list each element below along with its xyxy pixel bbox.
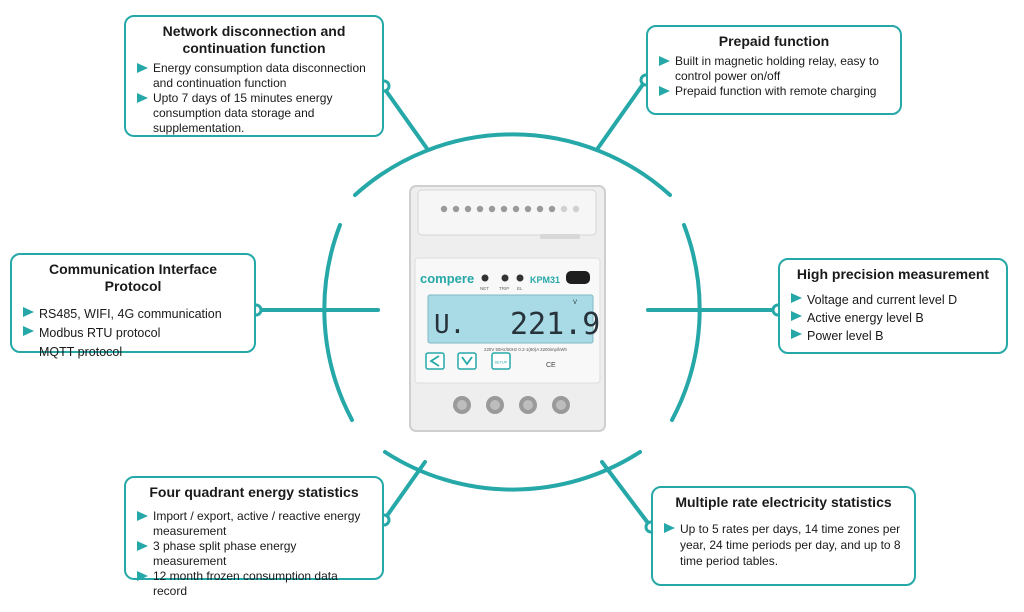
meter-model: KPM31 [530, 275, 560, 285]
connector-rate [600, 460, 653, 529]
energy-meter: compere NET TRIP EL KPM31 U. 221.9 V 220… [409, 185, 606, 432]
bullet-item: Built in magnetic holding relay, easy to… [658, 54, 890, 84]
box-title: Prepaid function [718, 33, 830, 49]
indicator-leds: NET TRIP EL [480, 274, 524, 291]
lcd-screen [427, 294, 594, 344]
led-el-label: EL [517, 286, 523, 291]
left-button [425, 352, 445, 370]
bullet-item: MQTT protocol [39, 345, 123, 359]
lcd-left-text: U. [434, 310, 465, 340]
connector-fourq [382, 460, 427, 522]
multiple-rate-box: Multiple rate electricity statistics Up … [651, 486, 916, 586]
lcd-value: 221.9 [510, 307, 600, 342]
communication-protocol-box: Communication Interface Protocol RS485, … [10, 253, 256, 359]
led-trip-label: TRIP [499, 286, 509, 291]
led-net [481, 274, 489, 282]
connectors [254, 78, 780, 529]
bullet-item: Upto 7 days of 15 minutes energy consump… [136, 91, 372, 136]
bullet-item: Power level B [790, 327, 996, 345]
network-disconnection-box: Network disconnection and continuation f… [124, 15, 384, 137]
bullet-item: 12 month frozen consumption data record [136, 569, 372, 599]
bullet-item: Import / export, active / reactive energ… [136, 509, 372, 539]
set-button-label: SETUP [495, 361, 508, 365]
box-title: High precision measurement [796, 266, 990, 282]
led-trip [501, 274, 509, 282]
box-title: Four quadrant energy statistics [149, 484, 359, 500]
connector-network [382, 86, 430, 152]
meter-top-cap [417, 189, 597, 236]
box-title: Multiple rate electricity statistics [675, 494, 892, 510]
led-el [516, 274, 524, 282]
ring-arc-bottom [383, 450, 642, 492]
ring-arc-right [670, 223, 702, 422]
ir-port [566, 271, 590, 284]
box-title: Network disconnection and continuation f… [162, 23, 346, 56]
label-slot [540, 234, 580, 239]
meter-spec: 220V 50Hz/60Hz 0.2-1(80)A 3200imp/kWh [484, 347, 568, 352]
ring-arc-left [322, 223, 354, 422]
ce-mark: CE [546, 362, 556, 369]
prepaid-function-box: Prepaid function Built in magnetic holdi… [646, 25, 902, 115]
box-title: Communication Interface Protocol [48, 261, 218, 294]
bullet-item: Prepaid function with remote charging [658, 84, 890, 99]
lcd-unit: V [573, 300, 577, 306]
led-net-label: NET [480, 286, 489, 291]
meter-brand: compere [420, 271, 474, 286]
bullet-item: Modbus RTU protocol [22, 324, 244, 343]
bullet-item: Voltage and current level D [790, 291, 996, 309]
connector-prepaid [596, 78, 648, 150]
meter-buttons: SETUP [425, 352, 511, 370]
terminal-screws-bottom [453, 396, 570, 414]
bullet-item: 3 phase split phase energy measurement [136, 539, 372, 569]
down-button [457, 352, 477, 370]
ring-arc-top [353, 132, 672, 197]
left-arrow-icon [429, 355, 440, 367]
bullet-item: Up to 5 rates per days, 14 time zones pe… [663, 521, 904, 569]
terminal-screws-top [440, 205, 580, 213]
high-precision-box: High precision measurement Voltage and c… [778, 258, 1008, 354]
bullet-item: Active energy level B [790, 309, 996, 327]
four-quadrant-box: Four quadrant energy statistics Import /… [124, 476, 384, 598]
down-arrow-icon [461, 356, 473, 366]
bullet-item: RS485, WIFI, 4G communication [22, 305, 244, 324]
bullet-item: Energy consumption data disconnection an… [136, 61, 372, 91]
set-button [491, 352, 511, 370]
